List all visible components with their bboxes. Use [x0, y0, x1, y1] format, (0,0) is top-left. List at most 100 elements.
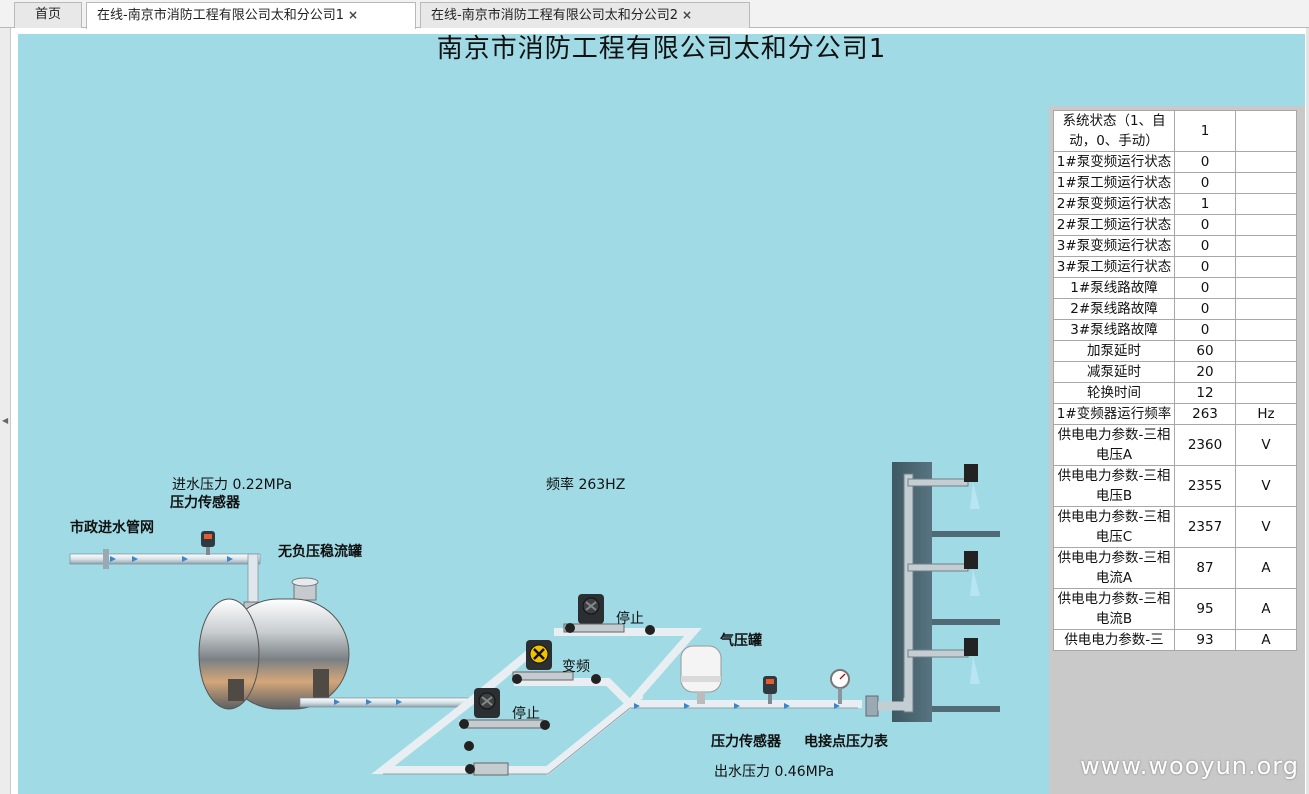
tab-bar: 首页 在线-南京市消防工程有限公司太和分公司1× 在线-南京市消防工程有限公司太…	[0, 0, 1309, 29]
scrollbar[interactable]	[1306, 28, 1309, 794]
monitor-panel: 南京市消防工程有限公司太和分公司1	[18, 34, 1305, 794]
pump-3-status: 停止	[512, 706, 540, 722]
watermark: www.wooyun.org	[1080, 752, 1299, 780]
status-value: 1	[1174, 110, 1236, 152]
status-name: 1#泵线路故障	[1053, 277, 1175, 299]
tab-home[interactable]: 首页	[14, 2, 82, 28]
close-icon[interactable]: ×	[681, 8, 693, 22]
tab-site-1-label: 在线-南京市消防工程有限公司太和分公司1	[97, 8, 344, 23]
flow-arrows	[334, 699, 402, 705]
pump-1-status: 停止	[616, 611, 644, 627]
status-value: 0	[1174, 214, 1236, 236]
tab-site-2-label: 在线-南京市消防工程有限公司太和分公司2	[431, 8, 678, 23]
tab-home-label: 首页	[34, 7, 61, 22]
status-unit	[1235, 256, 1297, 278]
pump-manifold-edge	[383, 707, 858, 775]
status-name: 加泵延时	[1053, 340, 1175, 362]
status-unit	[1235, 319, 1297, 341]
status-value: 263	[1174, 403, 1236, 425]
water-tap-3[interactable]	[964, 638, 980, 684]
gauge-label: 电接点压力表	[804, 734, 888, 750]
air-pressure-tank[interactable]	[680, 645, 722, 704]
status-name: 供电电力参数-三	[1053, 629, 1175, 651]
status-value: 0	[1174, 235, 1236, 257]
status-unit	[1235, 340, 1297, 362]
page-title: 南京市消防工程有限公司太和分公司1	[436, 34, 887, 64]
pump-3[interactable]	[459, 688, 550, 751]
status-value: 2357	[1174, 506, 1236, 548]
status-name: 3#泵工频运行状态	[1053, 256, 1175, 278]
status-name: 供电电力参数-三相电流A	[1053, 547, 1175, 589]
inlet-pressure-sensor[interactable]	[201, 531, 215, 555]
pump-2-status: 变频	[562, 659, 590, 675]
status-name: 1#泵变频运行状态	[1053, 151, 1175, 173]
pump-1[interactable]	[563, 594, 655, 635]
status-value: 2360	[1174, 424, 1236, 466]
status-unit: Hz	[1235, 403, 1297, 425]
status-value: 0	[1174, 256, 1236, 278]
status-unit	[1235, 277, 1297, 299]
status-name: 减泵延时	[1053, 361, 1175, 383]
status-unit: A	[1235, 547, 1297, 589]
status-name: 供电电力参数-三相电压A	[1053, 424, 1175, 466]
left-sidebar-strip: ◀	[0, 28, 11, 794]
status-name: 2#泵线路故障	[1053, 298, 1175, 320]
status-name: 3#泵变频运行状态	[1053, 235, 1175, 257]
status-unit: V	[1235, 465, 1297, 507]
pump-2[interactable]	[512, 640, 601, 684]
outlet-pressure-sensor[interactable]	[763, 676, 777, 704]
tab-site-1[interactable]: 在线-南京市消防工程有限公司太和分公司1×	[86, 2, 416, 29]
pump-station-diagram	[69, 462, 1000, 776]
outlet-sensor-label: 压力传感器	[711, 734, 781, 750]
status-name: 轮换时间	[1053, 382, 1175, 404]
status-name: 系统状态（1、自动，0、手动）	[1053, 110, 1175, 152]
status-value: 20	[1174, 361, 1236, 383]
bypass-valve[interactable]	[465, 762, 509, 776]
status-value: 95	[1174, 588, 1236, 630]
table-row: 系统状态（1、自动，0、手动）1	[1053, 110, 1297, 152]
status-unit	[1235, 361, 1297, 383]
water-tap-1[interactable]	[964, 464, 980, 509]
status-value: 87	[1174, 547, 1236, 589]
tab-site-2[interactable]: 在线-南京市消防工程有限公司太和分公司2×	[420, 2, 750, 28]
status-name: 3#泵线路故障	[1053, 319, 1175, 341]
status-value: 1	[1174, 193, 1236, 215]
status-unit	[1235, 235, 1297, 257]
tank-outlet-pipe	[299, 697, 471, 708]
status-value: 2355	[1174, 465, 1236, 507]
inlet-pressure-label: 进水压力 0.22MPa	[172, 477, 293, 493]
status-name: 供电电力参数-三相电压C	[1053, 506, 1175, 548]
collapse-arrow-icon[interactable]: ◀	[2, 416, 9, 425]
status-unit	[1235, 151, 1297, 173]
outlet-pressure-label: 出水压力 0.46MPa	[714, 764, 835, 780]
pressure-gauge[interactable]	[830, 669, 850, 704]
status-value: 0	[1174, 319, 1236, 341]
inlet-pipe	[69, 549, 261, 615]
status-name: 2#泵工频运行状态	[1053, 214, 1175, 236]
water-tap-2[interactable]	[964, 551, 980, 596]
status-unit	[1235, 110, 1297, 152]
status-name: 1#变频器运行频率	[1053, 403, 1175, 425]
status-unit: A	[1235, 588, 1297, 630]
close-icon[interactable]: ×	[347, 8, 359, 22]
stabilizing-tank[interactable]	[198, 577, 350, 710]
status-value: 0	[1174, 277, 1236, 299]
frequency-label: 频率 263HZ	[546, 477, 626, 493]
status-value: 12	[1174, 382, 1236, 404]
status-name: 1#泵工频运行状态	[1053, 172, 1175, 194]
status-unit	[1235, 214, 1297, 236]
status-unit: A	[1235, 629, 1297, 651]
status-name: 供电电力参数-三相电流B	[1053, 588, 1175, 630]
tank-label: 无负压稳流罐	[278, 544, 362, 560]
inlet-sensor-label: 压力传感器	[170, 495, 240, 511]
